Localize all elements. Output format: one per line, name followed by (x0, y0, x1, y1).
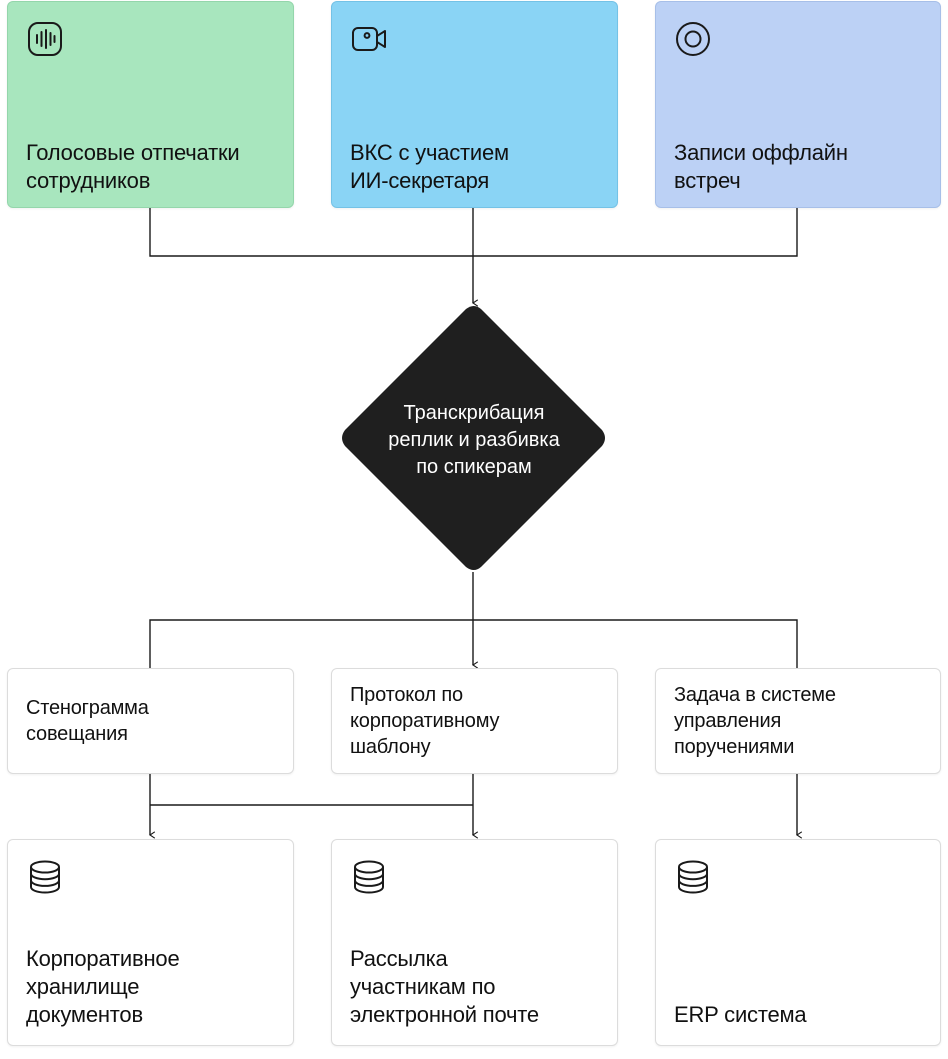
database-icon (26, 858, 64, 896)
source-card-offline: Записи оффлайн встреч (655, 1, 941, 208)
process-diamond (342, 306, 605, 570)
destination-label-mail: Рассылка участникам по электронной почте (350, 946, 539, 1027)
database-icon (674, 858, 712, 896)
output-label-protocol: Протокол по корпоративному шаблону (350, 684, 500, 758)
destination-label-storage: Корпоративное хранилище документов (26, 946, 180, 1027)
audio-waveform-icon (26, 20, 64, 58)
destination-card-mail: Рассылка участникам по электронной почте (331, 839, 618, 1046)
source-label-vks: ВКС с участием ИИ-секретаря (350, 140, 509, 193)
source-card-voice: Голосовые отпечатки сотрудников (7, 1, 294, 208)
output-card-stenogram: Стенограмма совещания (7, 668, 294, 774)
destination-card-erp: ERP система (655, 839, 941, 1046)
source-label-offline: Записи оффлайн встреч (674, 140, 848, 193)
output-label-stenogram: Стенограмма совещания (26, 697, 149, 745)
record-circle-icon (674, 20, 712, 58)
database-icon (350, 858, 388, 896)
output-card-protocol: Протокол по корпоративному шаблону (331, 668, 618, 774)
output-card-task: Задача в системе управления поручениями (655, 668, 941, 774)
destination-card-storage: Корпоративное хранилище документов (7, 839, 294, 1046)
destination-label-erp: ERP система (674, 1002, 807, 1027)
source-label-voice: Голосовые отпечатки сотрудников (26, 140, 240, 193)
process-label: Транскрибация реплик и разбивка по спике… (388, 402, 560, 478)
source-card-vks: ВКС с участием ИИ-секретаря (331, 1, 618, 208)
output-label-task: Задача в системе управления поручениями (674, 684, 836, 758)
video-camera-icon (350, 20, 388, 58)
